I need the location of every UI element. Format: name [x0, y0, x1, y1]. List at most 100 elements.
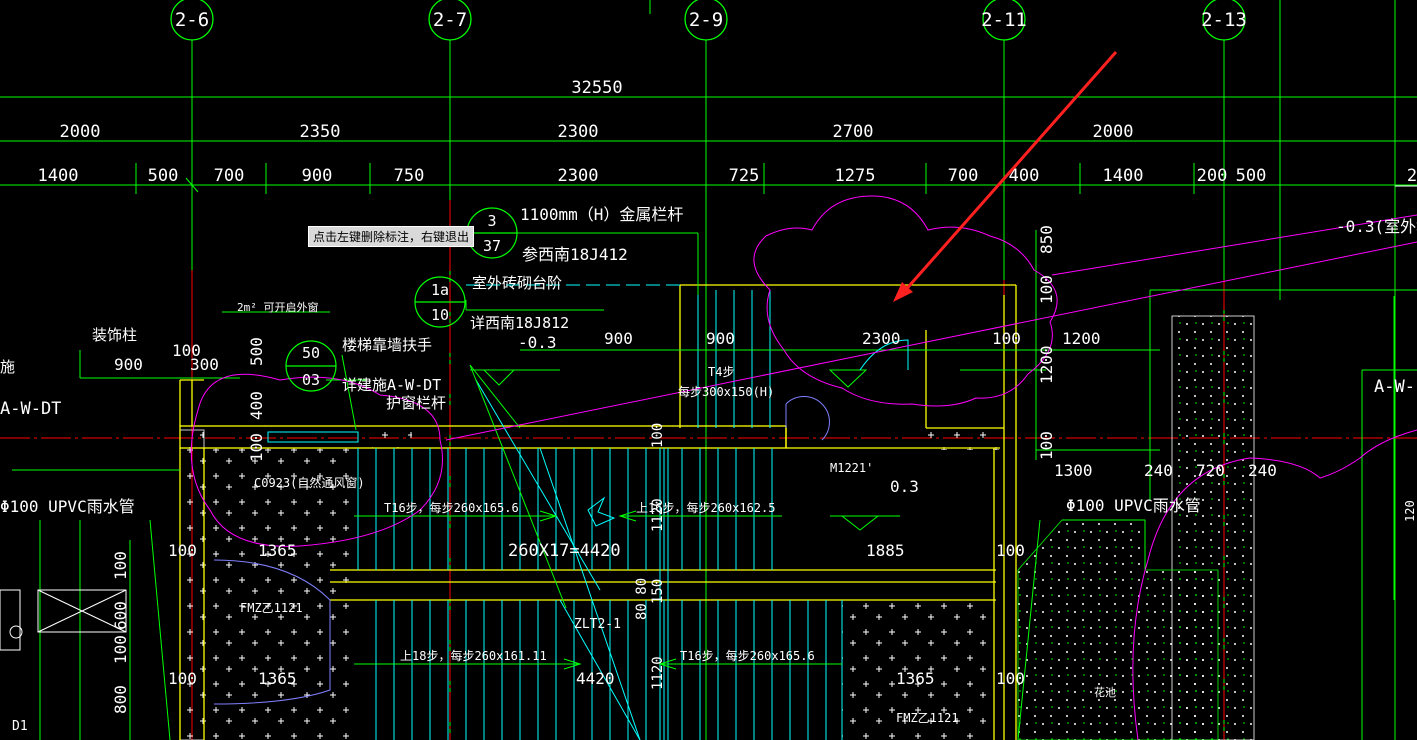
misc-frames — [0, 431, 359, 651]
text-detail-b-sheet: 10 — [431, 306, 449, 324]
text-deco-column: 装饰柱 — [92, 326, 137, 344]
dim-100-i: 100 — [168, 669, 197, 688]
text-detail-a-num: 3 — [487, 212, 496, 230]
dim-700-b: 700 — [948, 166, 979, 186]
detail-callout-50-03 — [285, 340, 337, 392]
dim-100-g: 100 — [111, 551, 130, 580]
grid-label-2-13: 2-13 — [1201, 9, 1247, 31]
level-symbols — [470, 369, 900, 531]
detail-callout-1a-10 — [414, 276, 466, 328]
dim-1120-a: 1120 — [650, 498, 666, 532]
text-shi: 施 — [0, 358, 15, 376]
dim-2300-c: 2300 — [862, 329, 901, 348]
red-arrow-annotation — [893, 51, 1118, 302]
text-pipe-left: Φ100 UPVC雨水管 — [0, 497, 135, 516]
dim-2350: 2350 — [300, 122, 341, 142]
text-door-m: M1221' — [830, 461, 873, 475]
dim-150: 150 — [650, 579, 666, 604]
dim-900-b: 900 — [604, 329, 633, 348]
dim-900-c: 900 — [706, 329, 735, 348]
grid-bubble-2-9: 2-9 — [684, 0, 728, 41]
text-handrail: 楼梯靠墙扶手 — [342, 336, 432, 354]
walls — [179, 284, 1017, 740]
text-t4: T4步 — [708, 365, 734, 379]
dim-720: 720 — [1196, 461, 1225, 480]
stair-treads — [357, 290, 843, 740]
annotation-texts: 1100mm（H）金属栏杆 3 37 参西南18J412 1a 10 室外砖砌台… — [0, 205, 1417, 734]
grid-bubble-2-7: 2-7 — [428, 0, 472, 41]
dim-80-80: 80 80 — [634, 578, 650, 620]
dim-2300-top: 2300 — [558, 122, 599, 142]
dim-2300-b: 2300 — [558, 166, 599, 186]
text-up16: 上16步，每步260x162.5 — [636, 500, 775, 515]
text-planter: 花池 — [1094, 686, 1116, 699]
text-window-note: 2m² 可开启外窗 — [237, 300, 319, 314]
dim-900-a: 900 — [114, 355, 143, 374]
dim-2000-b: 2000 — [1093, 122, 1134, 142]
text-level-03: 0.3 — [890, 477, 919, 496]
grid-label-2-7: 2-7 — [433, 9, 467, 31]
dim-725: 725 — [729, 166, 760, 186]
dim-1200-v: 1200 — [1037, 345, 1056, 384]
dim-1275: 1275 — [835, 166, 876, 186]
dimension-texts-top: 32550 2000 2350 2300 2700 2000 1400 500 … — [38, 78, 1417, 186]
text-window-c: C0923(自然通风窗) — [254, 475, 365, 490]
dim-750: 750 — [394, 166, 425, 186]
hatched-walls — [179, 315, 1255, 740]
dim-300: 300 — [190, 355, 219, 374]
dim-100-k: 100 — [650, 423, 666, 448]
dim-850: 850 — [1037, 225, 1056, 254]
text-detail-c-sheet: 03 — [302, 371, 320, 389]
dim-cutoff: 2 — [1407, 166, 1417, 186]
dimension-lines — [0, 96, 1417, 194]
dim-total: 32550 — [571, 78, 622, 98]
doors — [213, 339, 909, 705]
text-ref-a: 参西南18J412 — [522, 245, 628, 264]
dim-100-h: 100 — [111, 635, 130, 664]
text-level-outside: -0.3 — [518, 333, 557, 352]
dim-2000-a: 2000 — [60, 122, 101, 142]
dim-1300: 1300 — [1054, 461, 1093, 480]
dim-100-e: 100 — [168, 541, 197, 560]
dim-900: 900 — [302, 166, 333, 186]
text-detail-b-num: 1a — [431, 281, 449, 299]
dim-100-d: 100 — [1037, 431, 1056, 460]
dim-100-b: 100 — [992, 329, 1021, 348]
grid-axis-bubbles: 2-6 2-7 2-9 2-11 2-13 — [170, 0, 1247, 41]
text-t16b: T16步，每步260x165.6 — [680, 648, 815, 663]
grid-label-2-6: 2-6 — [175, 9, 209, 31]
text-guard-rail: 护窗栏杆 — [386, 394, 446, 412]
text-detail-a-sheet: 37 — [483, 237, 501, 255]
text-railing: 1100mm（H）金属栏杆 — [520, 205, 683, 224]
dim-120: 120 — [1403, 500, 1417, 522]
text-see-detail: 详建施A-W-DT — [342, 376, 441, 394]
dim-1365-c: 1365 — [896, 669, 935, 688]
dim-800: 800 — [111, 685, 130, 714]
dim-2700: 2700 — [833, 122, 874, 142]
dim-600: 600 — [111, 601, 130, 630]
dim-1200: 1200 — [1062, 329, 1101, 348]
plan-dimension-texts: 900 100 300 900 900 2300 100 1200 1300 2… — [114, 329, 1277, 688]
grid-bubble-2-11: 2-11 — [981, 0, 1027, 41]
grid-bubble-2-13: 2-13 — [1201, 0, 1247, 41]
text-outdoor-level: -0.3(室外地 — [1336, 217, 1417, 236]
text-awdt-right: A-W- — [1374, 377, 1415, 397]
grid-bubble-2-6: 2-6 — [170, 0, 214, 41]
dim-400: 400 — [1009, 166, 1040, 186]
detail-callouts — [285, 207, 518, 392]
grid-label-2-11: 2-11 — [981, 9, 1027, 31]
dim-4420: 4420 — [576, 669, 615, 688]
text-t4-spec: 每步300x150(H) — [678, 384, 774, 399]
dim-240-b: 240 — [1248, 461, 1277, 480]
dim-500-v: 500 — [247, 337, 266, 366]
dim-700-a: 700 — [214, 166, 245, 186]
leader-lines — [12, 230, 1417, 740]
dim-1365-a: 1365 — [258, 541, 297, 560]
dim-500-b: 500 — [1236, 166, 1267, 186]
dim-100-f: 100 — [996, 541, 1025, 560]
dim-240-a: 240 — [1144, 461, 1173, 480]
text-run: 260X17=4420 — [508, 541, 621, 561]
text-up18: 上18步，每步260x161.11 — [400, 648, 547, 663]
